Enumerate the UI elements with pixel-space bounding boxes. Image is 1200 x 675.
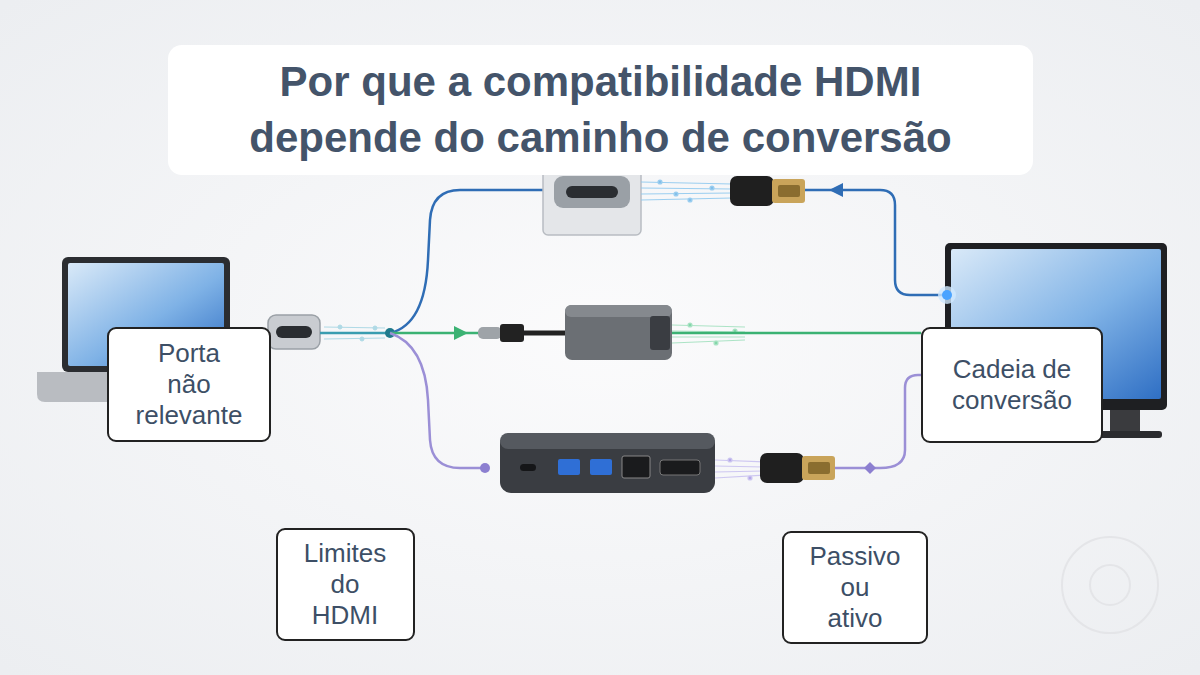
wire: [835, 375, 921, 468]
label-text: Passivo ou ativo: [809, 541, 900, 634]
signal-glow: [324, 325, 385, 341]
label-text: Cadeia de conversão: [952, 354, 1072, 416]
usb-c-dock: [500, 433, 715, 493]
label-box: Limites do HDMI: [276, 528, 415, 641]
arrowhead: [829, 183, 843, 197]
label-box: Cadeia de conversão: [921, 327, 1103, 443]
label-box-content: Passivo ou ativo: [809, 541, 900, 634]
label-text: Porta não relevante: [136, 338, 243, 431]
glow-dot: [942, 290, 952, 300]
signal-glow: [715, 458, 765, 480]
junction-dot: [480, 463, 490, 473]
title-panel: Por que a compatibilidade HDMI depende d…: [168, 45, 1033, 175]
wire: [805, 190, 945, 295]
label-box: Porta não relevante: [107, 327, 271, 442]
label-box-content: Limites do HDMI: [304, 538, 386, 631]
usb-c-port: [268, 315, 320, 349]
wire: [390, 333, 485, 468]
watermark: [1090, 565, 1130, 605]
wire: [320, 332, 390, 335]
hdmi-plug: [730, 176, 805, 206]
wire: [390, 190, 543, 333]
diamond-marker: [864, 462, 876, 474]
signal-glow: [641, 180, 732, 202]
label-box-content: Cadeia de conversão: [952, 354, 1072, 416]
title: Por que a compatibilidade HDMI depende d…: [192, 54, 1009, 166]
glow-dot: [938, 286, 956, 304]
watermark: [1062, 537, 1158, 633]
usb-c-hdmi-adapter: [478, 305, 672, 360]
label-box-content: Porta não relevante: [136, 338, 243, 431]
label-text: Limites do HDMI: [304, 538, 386, 631]
label-box: Passivo ou ativo: [782, 531, 928, 644]
hdmi-plug: [760, 453, 835, 483]
wire: [672, 332, 921, 335]
arrowhead: [454, 326, 468, 340]
